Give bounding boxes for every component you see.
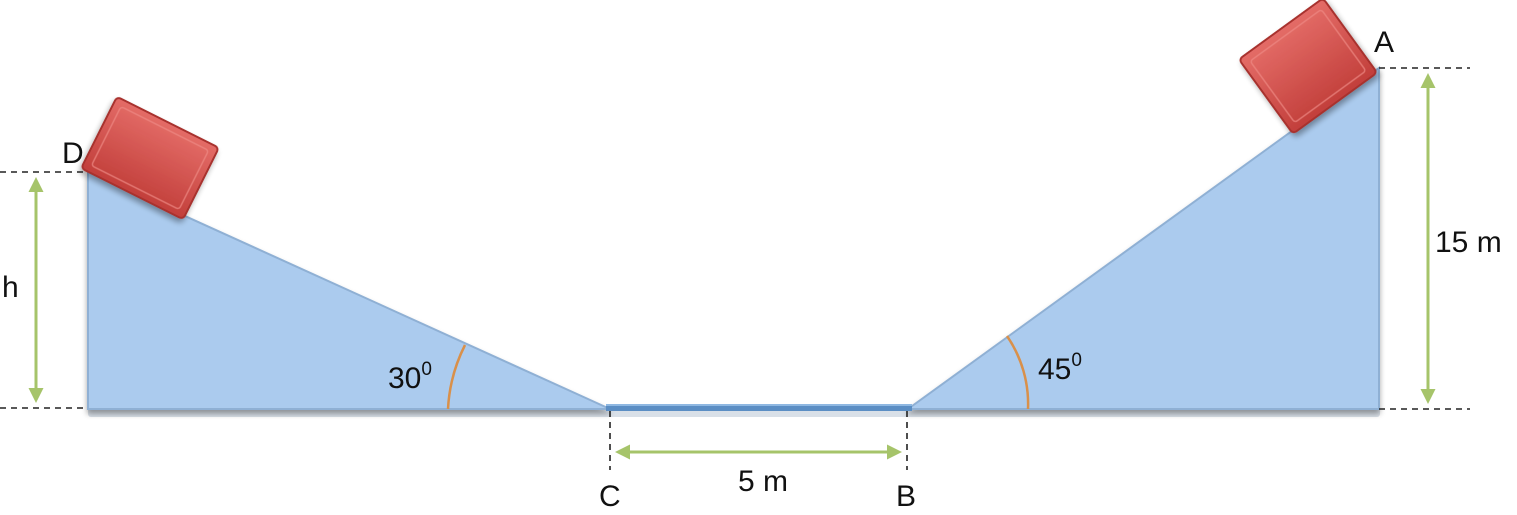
point-label-c: C: [599, 480, 621, 513]
right-ramp: [904, 66, 1380, 410]
angle-label-left: 300: [388, 359, 432, 395]
left-ramp: [87, 170, 611, 410]
angle-label-right: 450: [1038, 350, 1082, 386]
point-label-a: A: [1374, 26, 1394, 59]
flat-track: [606, 404, 912, 411]
block-right: [1239, 0, 1377, 134]
angle-arc-left: [446, 344, 467, 410]
height-h-label: h: [2, 271, 19, 304]
block-left: [81, 97, 219, 219]
point-label-b: B: [896, 480, 916, 513]
flat-track-highlight: [606, 404, 912, 406]
angle-arc-right: [1005, 335, 1030, 410]
length-5m-label: 5 m: [738, 465, 788, 498]
height-15m-label: 15 m: [1435, 226, 1502, 259]
point-label-d: D: [62, 137, 84, 170]
